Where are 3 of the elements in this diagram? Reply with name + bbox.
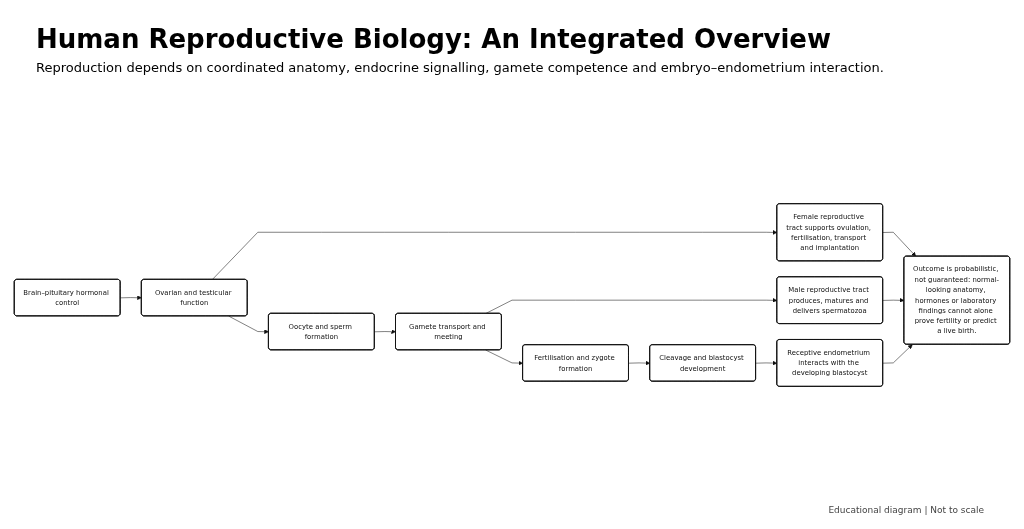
subtitle: Reproduction depends on coordinated anatomy, endocrine signalling, gamete competence and embryo–endometrium interaction. <box>36 60 884 75</box>
diagram-title: Human Reproductive Biology: An Integrated Overview <box>36 24 831 54</box>
footer-note: Educational diagram | Not to scale <box>828 505 984 515</box>
